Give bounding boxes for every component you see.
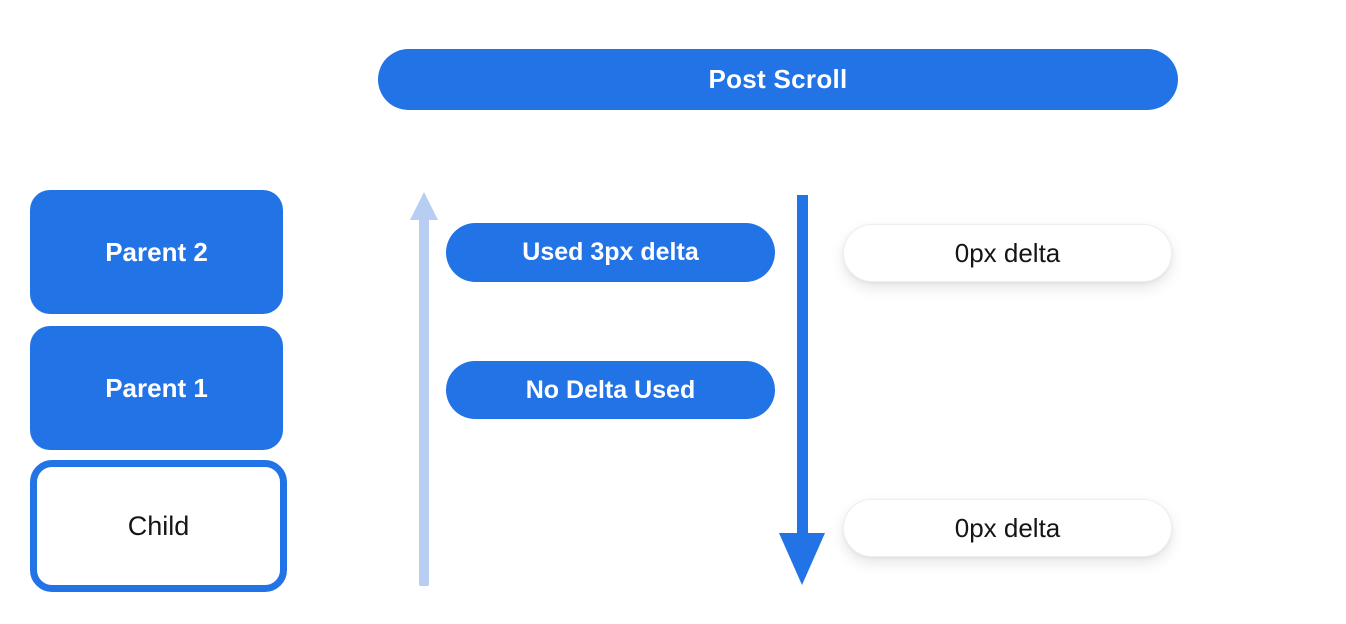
parent-2-box: Parent 2 <box>30 190 283 314</box>
parent-2-label: Parent 2 <box>105 236 208 267</box>
post-scroll-banner: Post Scroll <box>378 49 1178 110</box>
down-arrow-icon <box>779 195 825 585</box>
post-scroll-label: Post Scroll <box>708 64 848 94</box>
used-delta-label: Used 3px delta <box>522 238 699 266</box>
used-delta-pill: Used 3px delta <box>446 223 775 282</box>
child-box: Child <box>30 460 287 592</box>
parent-1-label: Parent 1 <box>105 372 208 403</box>
zero-delta-top-label: 0px delta <box>954 237 1061 268</box>
up-arrow-icon <box>410 192 438 586</box>
zero-delta-top-pill: 0px delta <box>843 224 1172 282</box>
no-delta-label: No Delta Used <box>525 375 696 404</box>
parent-1-box: Parent 1 <box>30 326 283 450</box>
zero-delta-bottom-pill: 0px delta <box>843 499 1172 557</box>
zero-delta-bottom-label: 0px delta <box>954 512 1061 543</box>
no-delta-pill: No Delta Used <box>446 361 775 419</box>
child-label: Child <box>127 510 190 541</box>
